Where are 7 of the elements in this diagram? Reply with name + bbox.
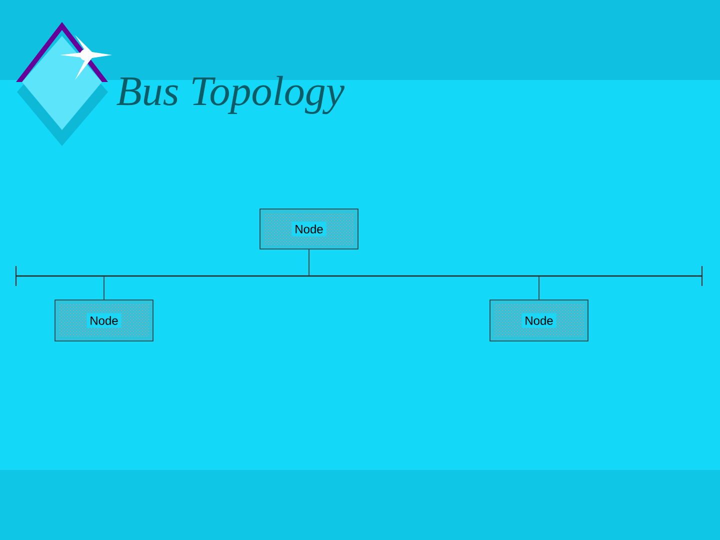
title: Bus Topology [116,76,345,114]
connector-line [538,276,540,300]
node-box: Node [490,300,588,342]
node-box: Node [260,208,358,250]
connector-line [308,249,310,276]
node-box: Node [54,300,154,342]
bus-line [16,266,702,286]
